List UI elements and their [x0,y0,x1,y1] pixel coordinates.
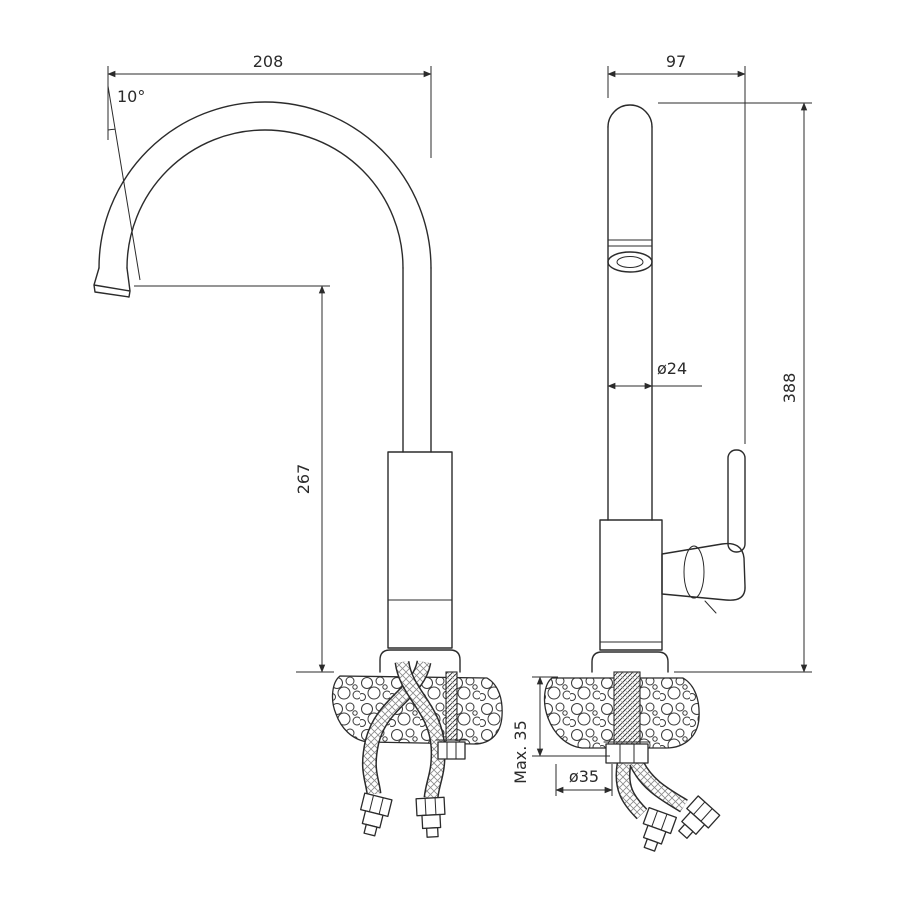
side-max-thickness-label: Max. 35 [511,720,530,784]
side-spout-column [607,104,653,521]
front-height-dimension: 267 [134,285,334,673]
front-hose-fitting-left [360,792,393,837]
side-body [591,519,669,673]
side-view: 97 388 ø24 Max. 35 ø35 [511,52,812,852]
front-width-label: 208 [253,52,284,71]
front-spout-angle-dimension: 10° [107,85,145,281]
side-max-thickness-dimension: Max. 35 [511,676,610,784]
front-mounting-stud [435,671,468,760]
side-hole-diameter-label: ø35 [569,767,599,786]
side-hose-fitting-left [642,806,678,852]
front-hose-fitting-right [415,796,446,838]
side-mounting-stud [603,671,651,764]
side-height-dimension: 388 [658,102,812,673]
side-hose-fitting-right [678,795,721,839]
front-body [379,451,461,673]
side-height-label: 388 [780,373,799,404]
front-spout [93,101,432,453]
front-spout-angle-label: 10° [117,87,145,106]
front-view: 208 10° 267 [93,52,503,838]
side-handle-lever [661,449,746,614]
side-supply-hoses [615,758,688,820]
side-spout-diameter-dimension: ø24 [607,359,702,390]
side-width-label: 97 [666,52,686,71]
front-height-label: 267 [294,464,313,495]
side-width-dimension: 97 [607,52,746,444]
front-width-dimension: 208 [107,52,432,158]
side-hole-diameter-dimension: ø35 [555,764,613,796]
side-spout-diameter-label: ø24 [657,359,687,378]
